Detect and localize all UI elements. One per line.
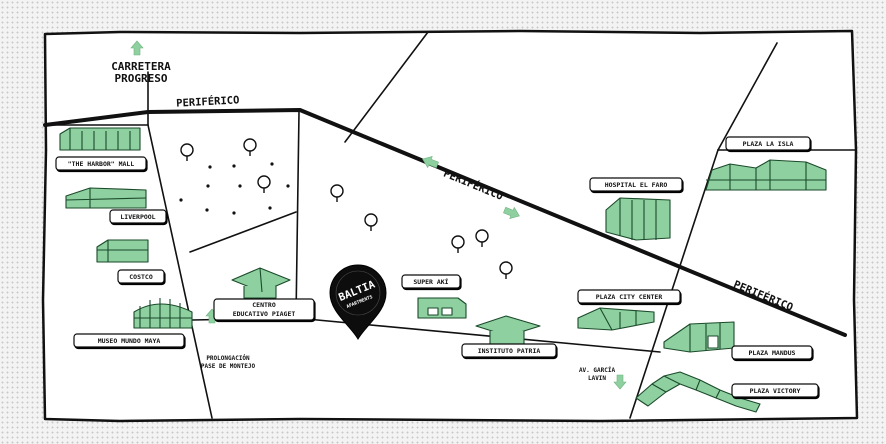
street-east-main — [629, 149, 719, 419]
carretera-label-line1: CARRETERA — [111, 60, 171, 73]
periferico-label-west: PERIFÉRICO — [176, 93, 240, 109]
costco-building — [96, 239, 149, 263]
liverpool-building — [65, 187, 147, 209]
periferico-road — [43, 108, 847, 337]
place-tags: "THE HARBOR" MALL LIVERPOOL COSTCO MUSEO… — [55, 136, 819, 398]
city-center-building — [577, 307, 655, 331]
garcia-lavin-label-line1: AV. GARCÍA — [579, 366, 616, 374]
prolongacion-label-line2: PASE DE MONTEJO — [201, 363, 256, 370]
harbor-mall-building — [59, 127, 141, 151]
tag-piaget[interactable]: CENTRO EDUCATIVO PIAGET — [213, 298, 315, 321]
tag-victory[interactable]: PLAZA VICTORY — [731, 383, 819, 398]
prolongacion-label-line1: PROLONGACIÓN — [206, 355, 250, 362]
baltia-location-pin[interactable]: BALTIA APARTMENTS — [329, 264, 387, 341]
tag-la-isla[interactable]: PLAZA LA ISLA — [725, 136, 811, 151]
patria-building — [475, 315, 541, 345]
tree — [180, 143, 194, 161]
tag-la-isla-label: PLAZA LA ISLA — [743, 140, 794, 148]
trees — [180, 138, 513, 279]
street-inner-vertical — [295, 111, 300, 319]
la-isla-building — [705, 159, 827, 191]
tree — [364, 213, 378, 231]
tag-harbor-mall-label: "THE HARBOR" MALL — [68, 160, 135, 168]
street-east-north — [717, 42, 778, 151]
tag-museo[interactable]: MUSEO MUNDO MAYA — [73, 333, 185, 348]
mandus-building — [663, 321, 735, 353]
tag-instituto-patria[interactable]: INSTITUTO PATRIA — [461, 343, 557, 358]
street-diagonal-north — [344, 31, 429, 143]
garcia-lavin-label-line2: LAVIN — [588, 375, 606, 382]
tag-hospital-label: HOSPITAL EL FARO — [605, 181, 668, 189]
tag-city-center-label: PLAZA CITY CENTER — [596, 293, 663, 301]
arrow-right-icon — [503, 206, 520, 220]
tag-liverpool[interactable]: LIVERPOOL — [109, 209, 167, 224]
hospital-building — [605, 197, 671, 241]
tag-super-aki[interactable]: SUPER AKÍ — [401, 274, 461, 289]
tree — [257, 175, 271, 193]
tag-harbor-mall[interactable]: "THE HARBOR" MALL — [55, 156, 147, 171]
map-pin-icon — [329, 264, 387, 341]
tag-hospital[interactable]: HOSPITAL EL FARO — [589, 177, 683, 192]
carretera-label-line2: PROGRESO — [115, 72, 168, 85]
tag-museo-label: MUSEO MUNDO MAYA — [98, 337, 161, 345]
tree — [243, 138, 257, 156]
pin-ring — [335, 270, 381, 316]
tag-piaget-label-line1: CENTRO — [252, 301, 276, 309]
street-inner-diag — [189, 211, 297, 253]
tag-city-center[interactable]: PLAZA CITY CENTER — [577, 289, 681, 304]
tag-victory-label: PLAZA VICTORY — [750, 387, 801, 395]
arrow-down-icon — [613, 374, 627, 390]
buildings — [59, 127, 827, 413]
tag-mandus[interactable]: PLAZA MANDUS — [731, 345, 813, 360]
arrow-up-icon — [130, 40, 144, 56]
tag-costco[interactable]: COSTCO — [117, 269, 165, 284]
arrow-left-icon — [422, 155, 439, 169]
tag-liverpool-label: LIVERPOOL — [120, 213, 155, 221]
museo-building — [133, 298, 193, 329]
tag-costco-label: COSTCO — [129, 273, 153, 281]
tree — [475, 229, 489, 247]
tag-instituto-patria-label: INSTITUTO PATRIA — [478, 347, 541, 355]
map-frame — [41, 29, 859, 423]
tree — [330, 184, 344, 202]
tree — [451, 235, 465, 253]
super-aki-building — [417, 297, 467, 319]
victory-building — [635, 371, 761, 413]
piaget-building — [231, 267, 291, 299]
park-dots — [179, 162, 290, 215]
tag-super-aki-label: SUPER AKÍ — [413, 277, 448, 286]
tag-mandus-label: PLAZA MANDUS — [749, 349, 796, 357]
tag-piaget-label-line2: EDUCATIVO PIAGET — [233, 310, 296, 318]
street-carretera-south — [147, 124, 213, 419]
direction-arrows — [130, 40, 627, 390]
tree — [499, 261, 513, 279]
